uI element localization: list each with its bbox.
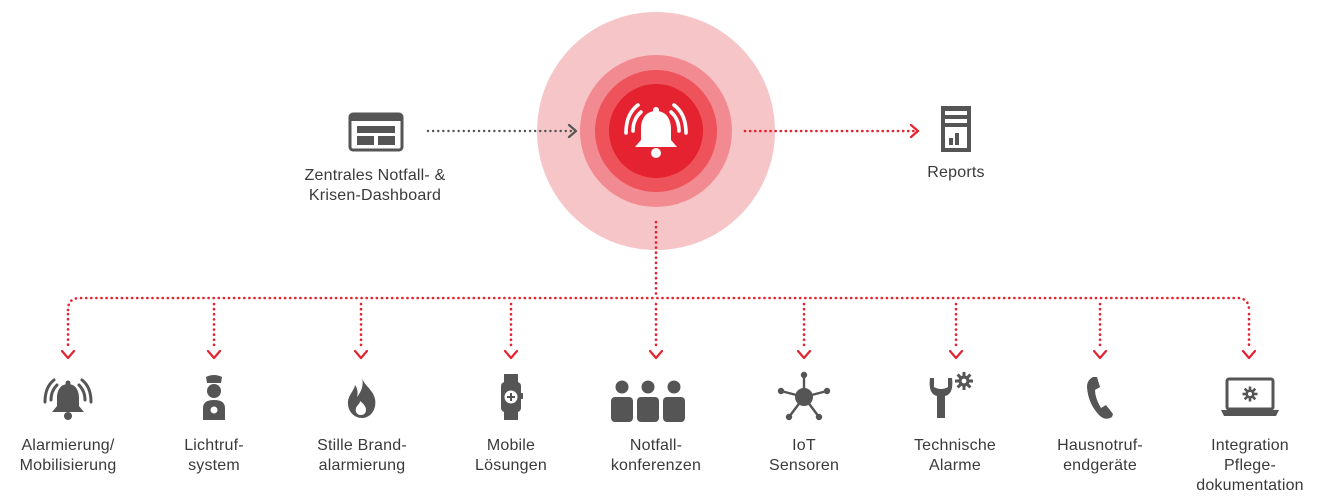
drop-arrow [1241, 312, 1257, 360]
iot-network-icon [777, 371, 831, 421]
center-to-reports-arrow [743, 123, 920, 139]
reports-label: Reports [927, 164, 985, 181]
label-notfallkonferenzen: Notfall-konferenzen [610, 437, 702, 474]
drop-arrow [503, 302, 519, 360]
smartwatch-icon [501, 374, 523, 420]
bus-line [66, 296, 1251, 312]
drop-arrow [353, 302, 369, 360]
drop-arrow [796, 302, 812, 360]
phone-icon [1087, 377, 1113, 419]
drop-arrow [60, 312, 76, 360]
label-hausnotruf: Hausnotruf-endgeräte [1057, 437, 1143, 474]
label-brandalarmierung: Stille Brand-alarmierung [317, 437, 407, 474]
drop-arrow [206, 302, 222, 360]
alarm-bell-icon [624, 103, 688, 158]
wrench-gear-icon [929, 372, 973, 418]
dashboard-to-center-arrow [426, 123, 578, 139]
laptop-gear-icon [1221, 377, 1279, 416]
report-icon [941, 106, 971, 152]
label-alarmierung: Alarmierung/Mobilisierung [19, 437, 117, 474]
nurse-call-icon [203, 375, 225, 420]
flame-icon [347, 377, 376, 418]
dashboard-icon [348, 112, 404, 152]
drop-arrow [1092, 302, 1108, 360]
label-lichtruf: Lichtruf-system [184, 437, 244, 474]
drop-arrow [648, 302, 664, 360]
drop-arrow [948, 302, 964, 360]
alarm-bell-icon [43, 378, 93, 420]
dashboard-label: Zentrales Notfall- & Krisen-Dashboard [304, 167, 446, 204]
people-group-icon [611, 380, 685, 422]
